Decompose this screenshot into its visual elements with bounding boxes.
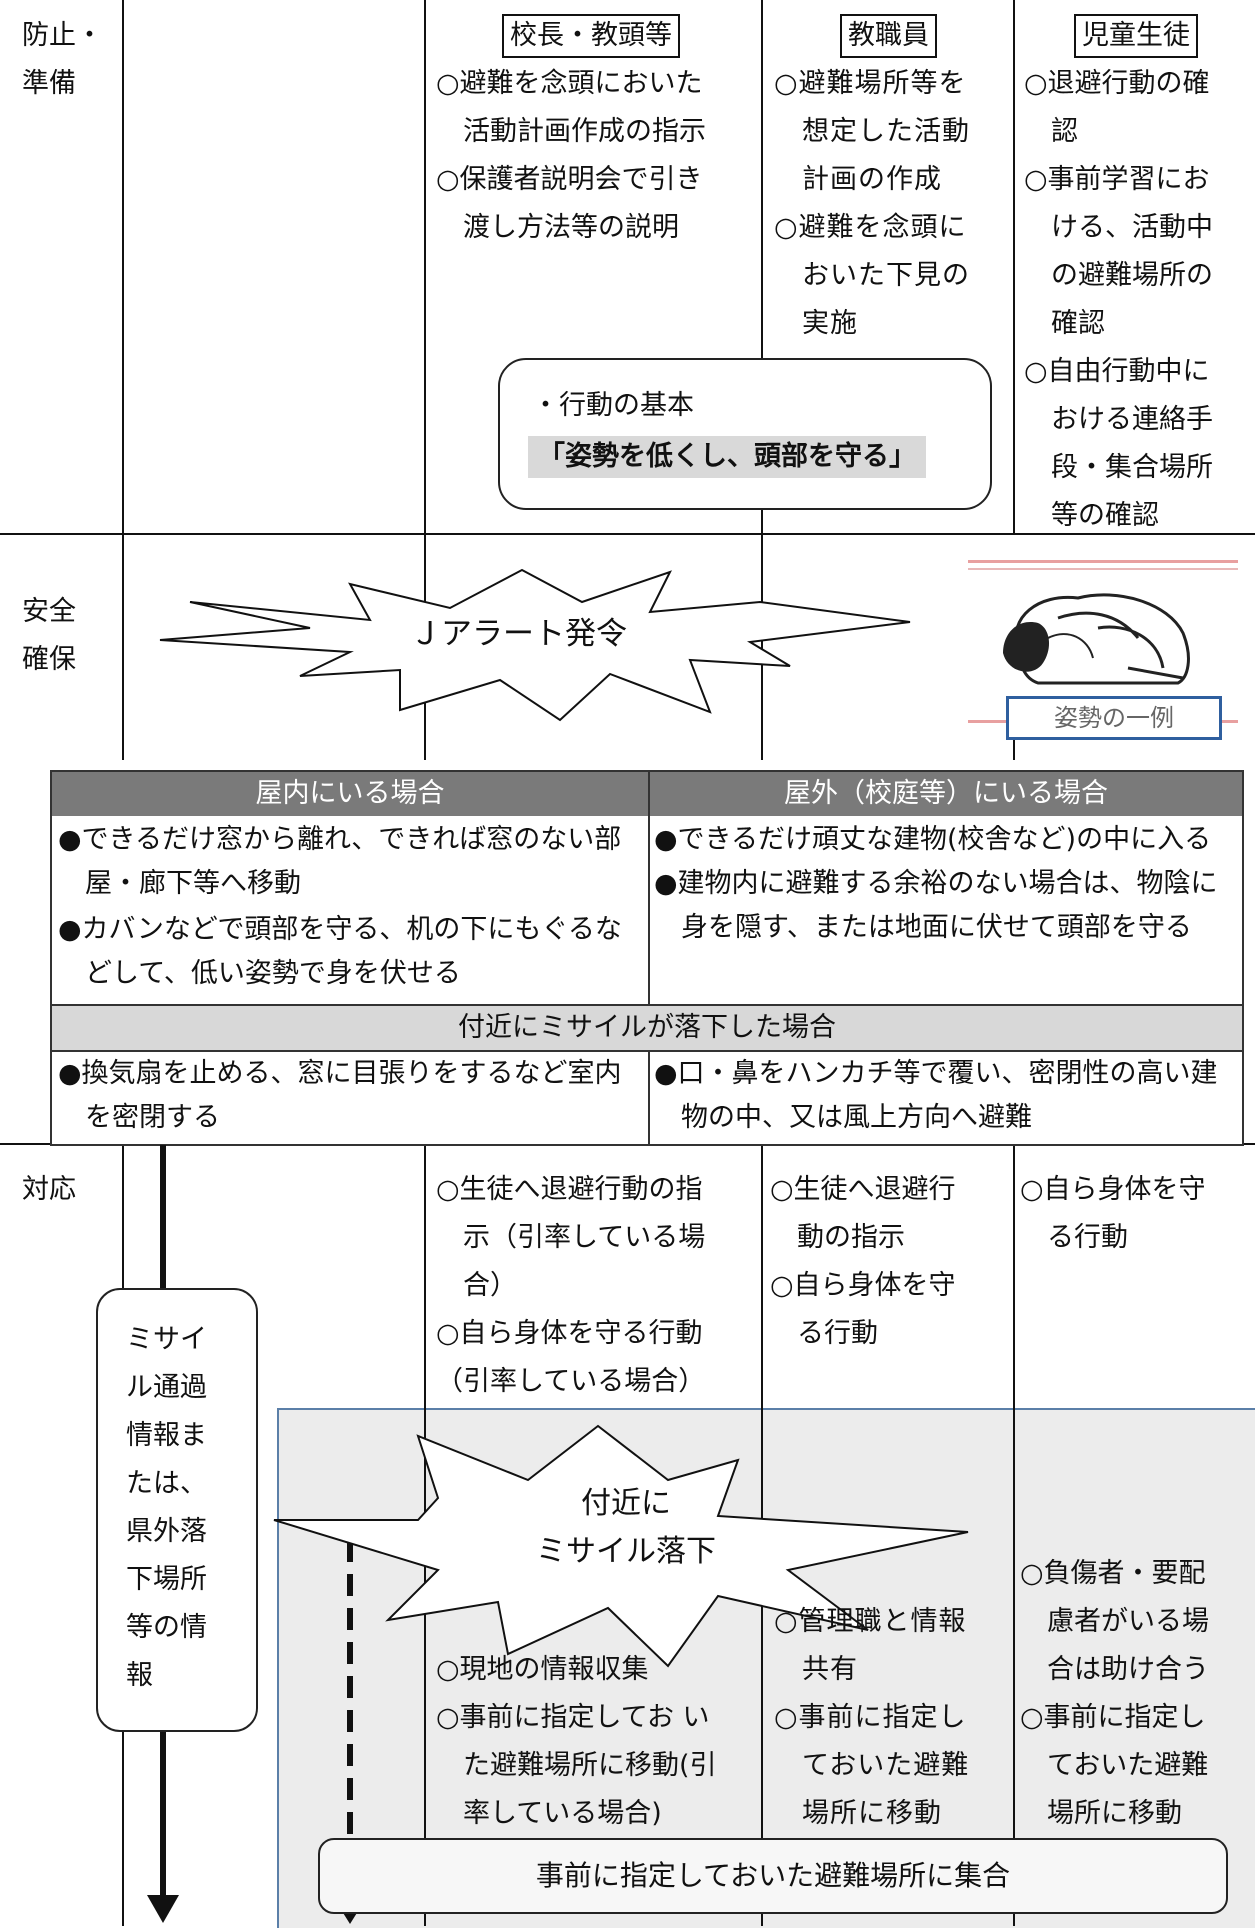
basic-action-label: ・行動の基本 — [532, 390, 694, 421]
prevention-students-item: ○自由行動中に おける連絡手 段・集合場所 等の確認 — [1024, 356, 1213, 531]
basic-action-box: ・行動の基本 「姿勢を低くし、頭部を守る」 — [498, 358, 992, 510]
fall-staff-item: ○事前に指定し ておいた避難 場所に移動 — [774, 1702, 970, 1829]
prevention-students-item: ○退避行動の確 認 — [1024, 68, 1210, 147]
nearby-outdoor-item: ●口・鼻をハンカチ等で覆い、密閉性の高い建 物の中、又は風上方向へ避難 — [654, 1058, 1218, 1133]
prevention-principal-item: ○避難を念頭においた 活動計画作成の指示 — [436, 68, 706, 147]
outdoor-item: ●建物内に避難する余裕のない場合は、物陰に 身を隠す、または地面に伏せて頭部を守… — [654, 868, 1218, 943]
column-header-staff: 教職員 — [840, 14, 937, 58]
indoor-item: ●できるだけ窓から離れ、できれば窓のない部 屋・廊下等へ移動 — [58, 824, 622, 899]
grid-line — [1013, 0, 1015, 535]
j-alert-starburst — [159, 568, 911, 722]
posture-caption: 姿勢の一例 — [1006, 696, 1222, 740]
row-label-prevention: 防止・ 準備 — [22, 20, 103, 99]
response-staff-item: ○生徒へ退避行 動の指示 — [770, 1174, 956, 1253]
gather-text: 事前に指定しておいた避難場所に集合 — [535, 1859, 1011, 1892]
posture-illustration: 姿勢の一例 — [968, 556, 1238, 740]
grid-line — [1013, 1143, 1015, 1926]
response-principal-item: ○生徒へ退避行動の指 示（引率している場 合） — [436, 1174, 706, 1301]
grid-line — [1013, 720, 1015, 760]
missile-fall-label: 付近に ミサイル落下 — [536, 1486, 716, 1569]
fall-students-item: ○負傷者・要配 慮者がいる場 合は助け合う — [1020, 1558, 1209, 1685]
column-header-students: 児童生徒 — [1074, 14, 1198, 58]
missile-pass-info-text: ミサイ ル通過 情報ま たは、 県外落 下場所 等の情 報 — [126, 1324, 207, 1691]
prevention-staff-item: ○避難を念頭に おいた下見の 実施 — [774, 212, 970, 339]
row-label-safety: 安全 確保 — [22, 596, 76, 675]
fall-principal-item: ○事前に指定してお い た避難場所に移動(引 率している場合) — [436, 1702, 717, 1829]
column-header-principal: 校長・教頭等 — [502, 14, 680, 58]
fall-students-item: ○事前に指定し ておいた避難 場所に移動 — [1020, 1702, 1209, 1829]
outdoor-item: ●できるだけ頑丈な建物(校舎など)の中に入る — [654, 824, 1212, 855]
gather-box: 事前に指定しておいた避難場所に集合 — [318, 1838, 1228, 1914]
grid-line — [424, 0, 426, 760]
missile-pass-info-box: ミサイ ル通過 情報ま たは、 県外落 下場所 等の情 報 — [96, 1288, 258, 1732]
response-staff-item: ○自ら身体を守 る行動 — [770, 1270, 956, 1349]
response-principal-item: ○自ら身体を守る行動 （引率している場合） — [436, 1318, 706, 1397]
prevention-students-item: ○事前学習にお ける、活動中 の避難場所の 確認 — [1024, 164, 1213, 339]
grid-line — [122, 0, 124, 760]
basic-action-text: 「姿勢を低くし、頭部を守る」 — [528, 436, 926, 478]
row-divider — [0, 533, 1255, 535]
nearby-indoor-item: ●換気扇を止める、窓に目張りをするなど室内 を密閉する — [58, 1058, 622, 1133]
response-students-item: ○自ら身体を守 る行動 — [1020, 1174, 1206, 1253]
arrow-down-icon — [147, 1895, 179, 1923]
flow-arrow-dashed — [347, 1540, 353, 1900]
indoor-header: 屋内にいる場合 — [52, 772, 648, 816]
nearby-missile-header: 付近にミサイルが落下した場合 — [52, 1006, 1242, 1050]
prevention-staff-item: ○避難場所等を 想定した活動 計画の作成 — [774, 68, 970, 195]
outdoor-header: 屋外（校庭等）にいる場合 — [650, 772, 1242, 816]
indoor-item: ●カバンなどで頭部を守る、机の下にもぐるな どして、低い姿勢で身を伏せる — [58, 914, 622, 989]
row-label-response: 対応 — [22, 1174, 76, 1205]
j-alert-label: Ｊアラート発令 — [410, 616, 627, 652]
fall-principal-item: ○現地の情報収集 — [436, 1654, 649, 1685]
crouching-person-icon — [1003, 593, 1190, 685]
missile-fall-starburst — [273, 1424, 969, 1668]
fall-staff-item: ○管理職と情報 共有 — [774, 1606, 967, 1685]
safety-info-table: 屋内にいる場合 屋外（校庭等）にいる場合 ●できるだけ窓から離れ、できれば窓のな… — [50, 770, 1244, 1146]
prevention-principal-item: ○保護者説明会で引き 渡し方法等の説明 — [436, 164, 703, 243]
